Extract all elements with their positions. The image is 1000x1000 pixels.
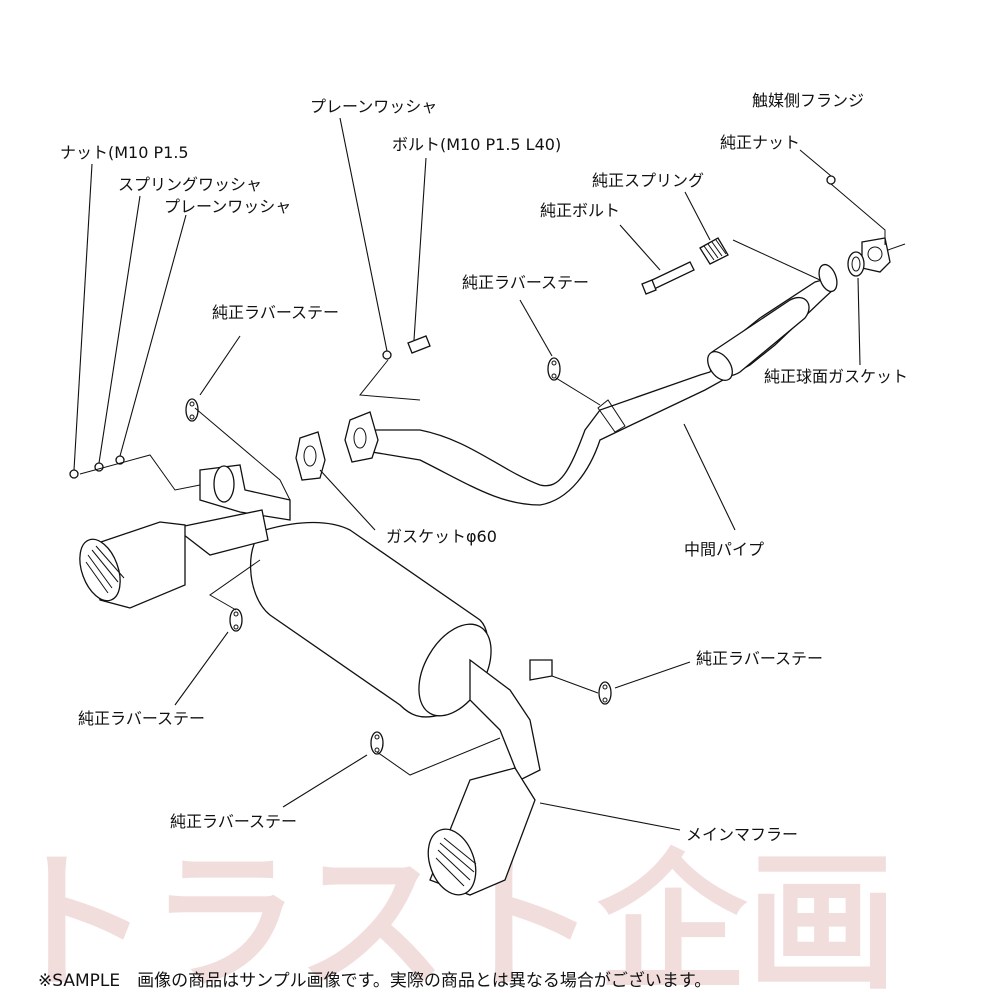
label-bolt-m10: ボルト(M10 P1.5 L40) [392,135,561,154]
label-catalyst-flange: 触媒側フランジ [752,91,864,110]
rubber-stay-mid [547,357,561,381]
main-muffler [79,464,553,896]
center-pipe-flange [344,411,379,463]
label-rubber-stay-right: 純正ラバーステー [696,649,823,668]
label-gasket-phi60: ガスケットφ60 [386,527,497,546]
label-rubber-stay-mid: 純正ラバーステー [462,273,589,292]
label-rubber-stay-lower-left: 純正ラバーステー [78,709,205,728]
label-genuine-spring: 純正スプリング [592,171,704,190]
genuine-spring [699,237,729,265]
labels: ナット(M10 P1.5 スプリングワッシャ プレーンワッシャ プレーンワッシャ… [60,91,908,844]
label-center-pipe: 中間パイプ [684,540,764,559]
label-genuine-nut: 純正ナット [720,133,800,152]
bolt-set [382,335,431,360]
label-genuine-bolt: 純正ボルト [540,201,620,220]
label-spring-washer: スプリングワッシャ [118,175,262,194]
label-spherical-gasket: 純正球面ガスケット [764,367,908,386]
catalyst-flange [861,237,906,273]
center-pipe [354,263,838,506]
label-main-muffler: メインマフラー [686,825,798,844]
label-nut-m10: ナット(M10 P1.5 [60,143,189,162]
rubber-stay-bottom [370,731,384,755]
genuine-nut [826,175,836,185]
rubber-stay-lower-left [229,608,243,632]
genuine-bolt [641,261,695,295]
rubber-stay-right [598,681,612,705]
label-plain-washer-left: プレーンワッシャ [164,197,291,216]
rubber-stay-left [185,398,199,422]
sample-disclaimer: ※SAMPLE 画像の商品はサンプル画像です。実際の商品とは異なる場合がございま… [38,971,712,991]
label-rubber-stay-left: 純正ラバーステー [212,303,339,322]
gasket-phi60 [295,431,326,481]
nut-washer-set [69,455,125,479]
label-rubber-stay-bottom: 純正ラバーステー [170,812,297,831]
leader-lines [73,117,886,831]
label-plain-washer-top: プレーンワッシャ [310,97,437,116]
spherical-gasket [847,251,865,277]
